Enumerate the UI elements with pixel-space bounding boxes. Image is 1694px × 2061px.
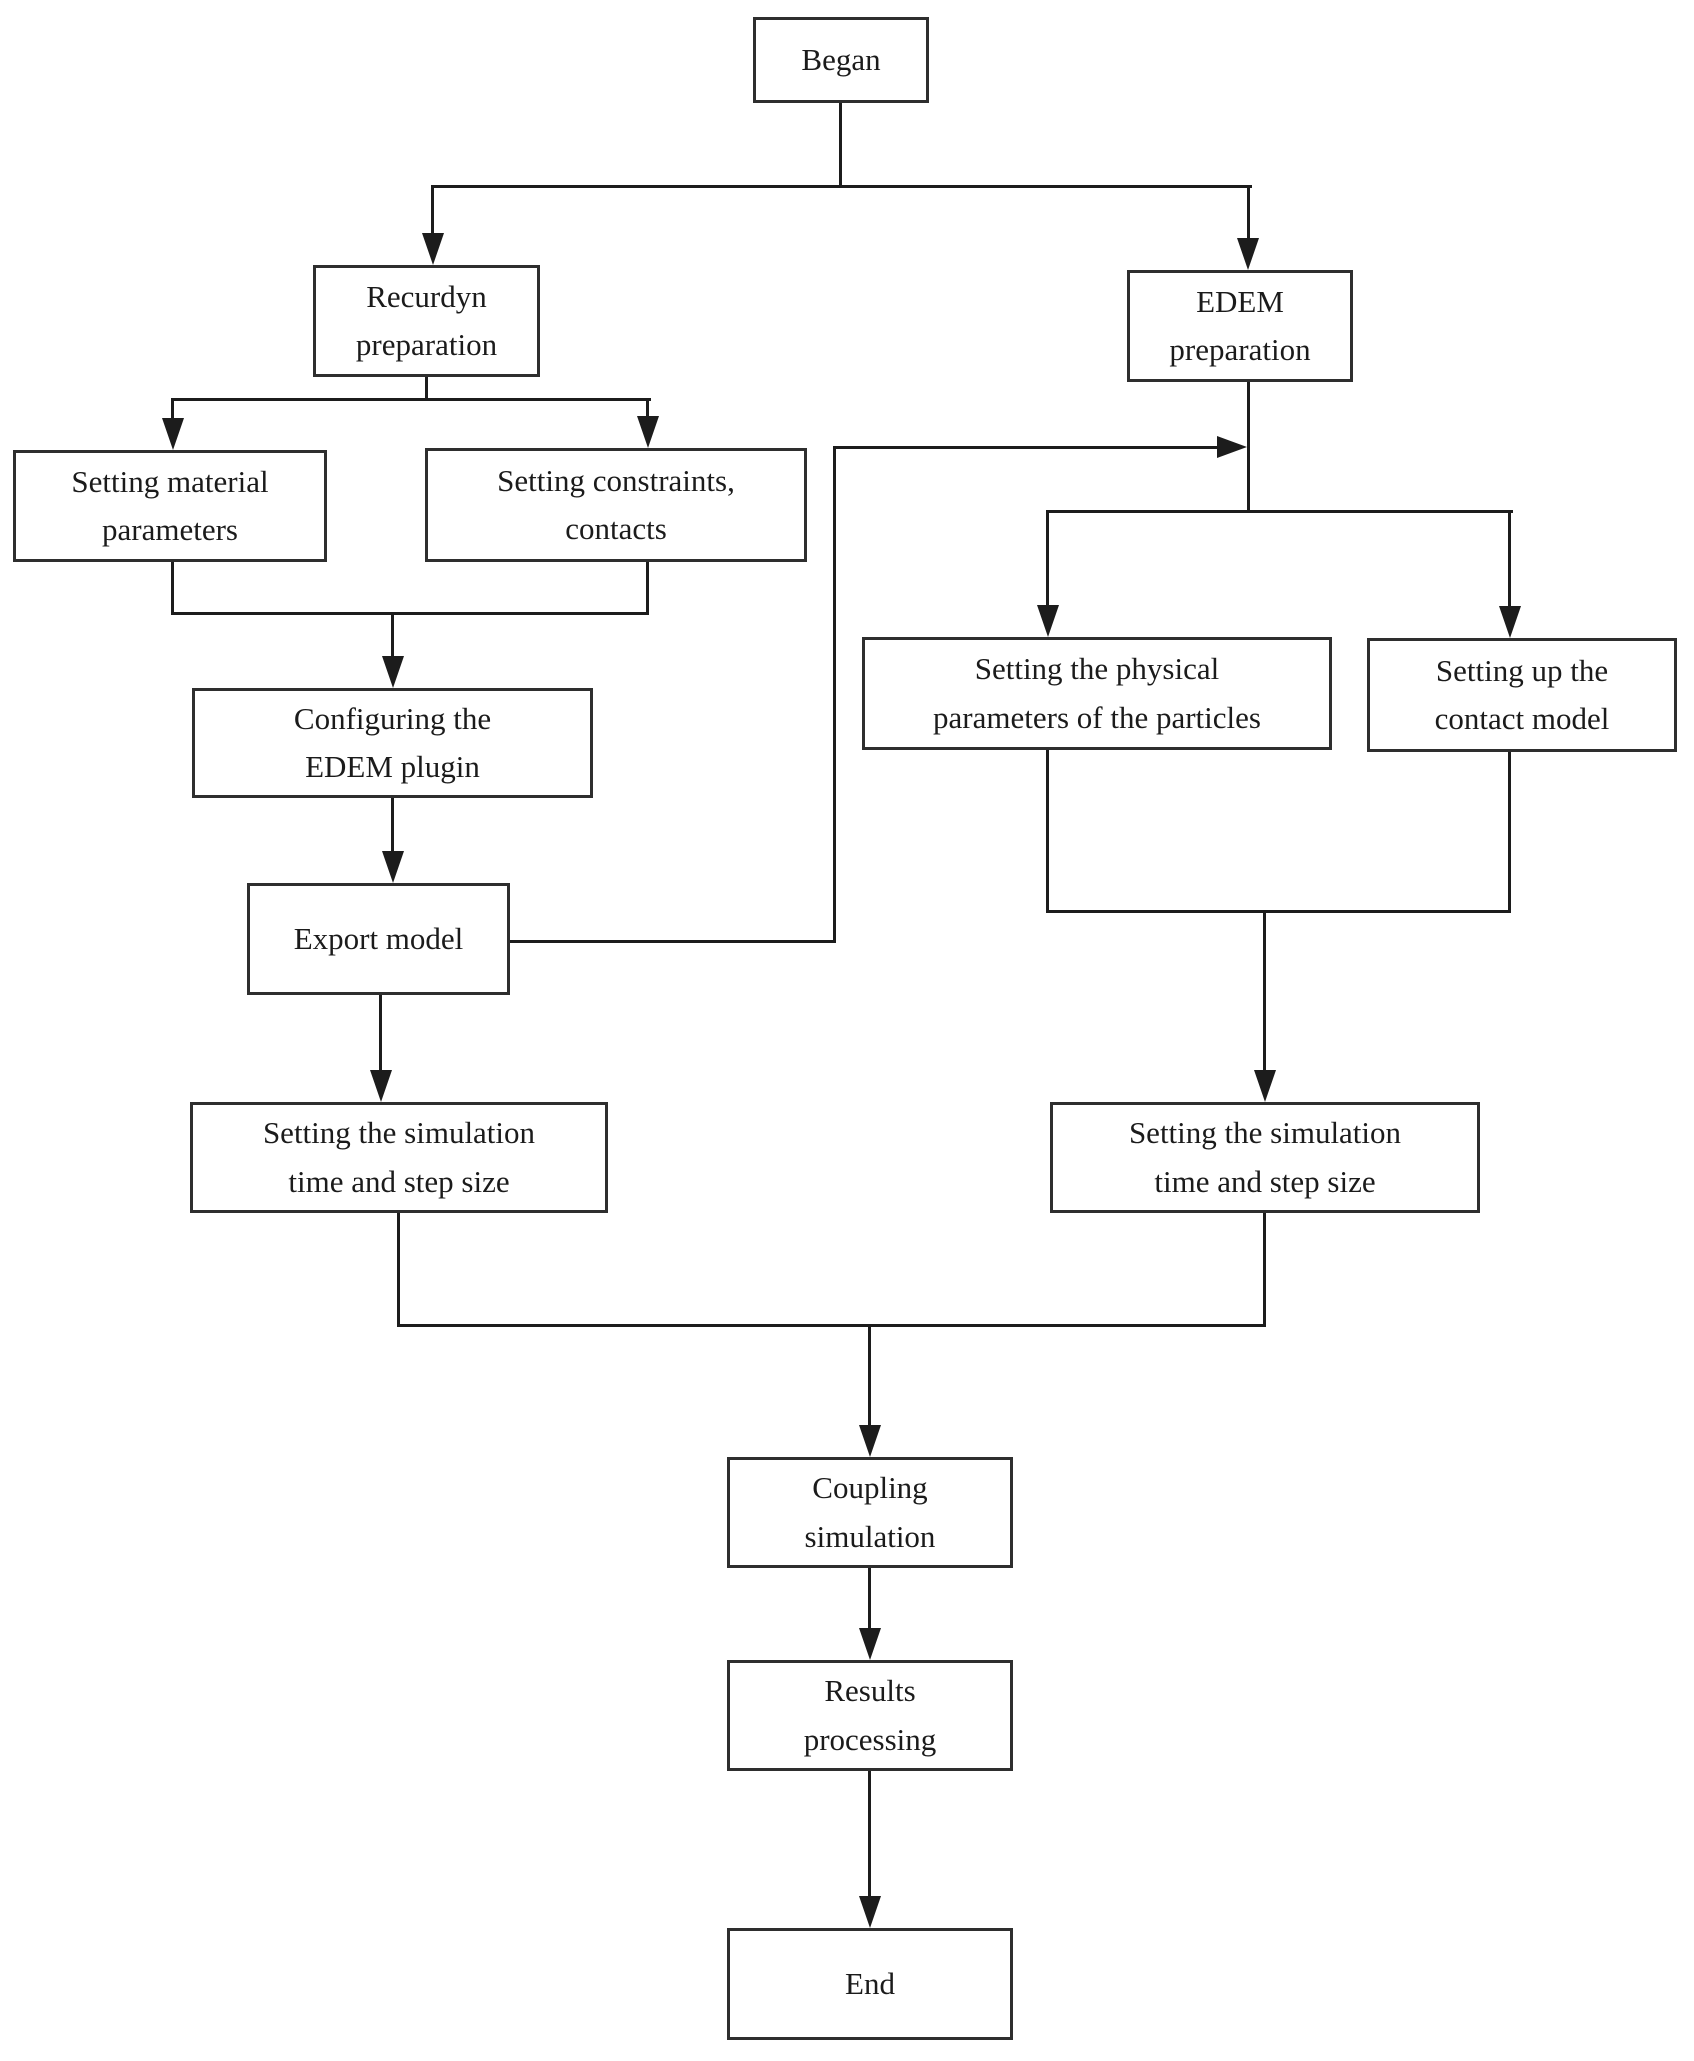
- edge-to-recurdyn: [431, 188, 434, 233]
- edge-contact-stem: [1508, 752, 1511, 910]
- node-recurdyn-preparation: Recurdyn preparation: [313, 265, 540, 377]
- arrowhead-into-recurdyn: [422, 233, 444, 265]
- node-coupling-simulation: Coupling simulation: [727, 1457, 1013, 1568]
- edge-simtime-left-stem: [397, 1213, 400, 1327]
- node-recurdyn-preparation-label: Recurdyn preparation: [355, 278, 498, 362]
- edge-constraints-stem: [646, 562, 649, 612]
- arrowhead-into-physical: [1037, 605, 1059, 637]
- arrowhead-into-edem: [1237, 238, 1259, 270]
- edge-export-loop-vertical: [833, 448, 836, 943]
- edge-to-results: [868, 1568, 871, 1628]
- edge-bottom-merge-bar: [397, 1324, 1266, 1327]
- node-setting-contact-model-label: Setting up the contact model: [1434, 652, 1610, 736]
- arrowhead-into-results: [859, 1628, 881, 1660]
- edge-to-configuring: [391, 615, 394, 656]
- node-setting-material-parameters-label: Setting material parameters: [71, 463, 269, 547]
- node-configuring-edem-plugin: Configuring the EDEM plugin: [192, 688, 593, 798]
- edge-material-stem: [171, 562, 174, 612]
- node-export-model: Export model: [247, 883, 510, 995]
- edge-export-loop-top: [833, 446, 1217, 449]
- arrowhead-into-coupling: [859, 1425, 881, 1457]
- node-setting-contact-model: Setting up the contact model: [1367, 638, 1677, 752]
- arrowhead-into-simtime-left: [370, 1070, 392, 1102]
- edge-recurdyn-split-bar: [171, 398, 651, 401]
- node-edem-preparation-label: EDEM preparation: [1169, 283, 1311, 367]
- edge-to-constraints: [646, 401, 649, 416]
- node-results-processing: Results processing: [727, 1660, 1013, 1771]
- edge-to-material: [171, 401, 174, 418]
- arrowhead-into-constraints: [637, 416, 659, 448]
- edge-left-merge-bar: [171, 612, 649, 615]
- edge-right-merge-bar: [1046, 910, 1511, 913]
- node-coupling-simulation-label: Coupling simulation: [804, 1470, 936, 1554]
- node-setting-constraints-contacts-label: Setting constraints, contacts: [497, 462, 735, 546]
- node-setting-physical-parameters: Setting the physical parameters of the p…: [862, 637, 1332, 750]
- node-setting-physical-parameters-label: Setting the physical parameters of the p…: [933, 651, 1261, 735]
- edge-to-physical: [1046, 513, 1049, 605]
- edge-to-coupling: [868, 1327, 871, 1425]
- arrowhead-into-export: [382, 851, 404, 883]
- edge-to-end: [868, 1771, 871, 1896]
- edge-edem-stem: [1247, 382, 1250, 510]
- edge-began-stem: [839, 103, 842, 185]
- node-setting-constraints-contacts: Setting constraints, contacts: [425, 448, 807, 562]
- edge-to-simtime-left: [379, 995, 382, 1070]
- node-edem-preparation: EDEM preparation: [1127, 270, 1353, 382]
- node-setting-simulation-time-right-label: Setting the simulation time and step siz…: [1128, 1115, 1402, 1199]
- edge-to-contact: [1508, 513, 1511, 606]
- node-end-label: End: [845, 1965, 895, 2001]
- arrowhead-into-simtime-right: [1254, 1070, 1276, 1102]
- node-results-processing-label: Results processing: [803, 1673, 937, 1757]
- node-setting-simulation-time-left: Setting the simulation time and step siz…: [190, 1102, 608, 1213]
- edge-to-export: [391, 798, 394, 851]
- edge-physical-stem: [1046, 750, 1049, 910]
- edge-recurdyn-stem: [425, 377, 428, 401]
- node-configuring-edem-plugin-label: Configuring the EDEM plugin: [293, 700, 492, 784]
- edge-simtime-right-stem: [1263, 1213, 1266, 1327]
- node-setting-material-parameters: Setting material parameters: [13, 450, 327, 562]
- edge-edem-split-bar: [1046, 510, 1513, 513]
- edge-top-split-bar: [431, 185, 1252, 188]
- node-began-label: Began: [801, 41, 881, 77]
- arrowhead-into-material: [162, 418, 184, 450]
- arrowhead-into-edem-branch: [1217, 436, 1247, 458]
- node-export-model-label: Export model: [293, 920, 464, 956]
- arrowhead-into-end: [859, 1896, 881, 1928]
- node-setting-simulation-time-right: Setting the simulation time and step siz…: [1050, 1102, 1480, 1213]
- edge-to-edem: [1247, 188, 1250, 238]
- arrowhead-into-configuring: [382, 656, 404, 688]
- node-began: Began: [753, 17, 929, 103]
- edge-to-simtime-right: [1263, 913, 1266, 1070]
- edge-export-loop-bottom: [510, 940, 835, 943]
- arrowhead-into-contact: [1499, 606, 1521, 638]
- node-end: End: [727, 1928, 1013, 2040]
- node-setting-simulation-time-left-label: Setting the simulation time and step siz…: [262, 1115, 536, 1199]
